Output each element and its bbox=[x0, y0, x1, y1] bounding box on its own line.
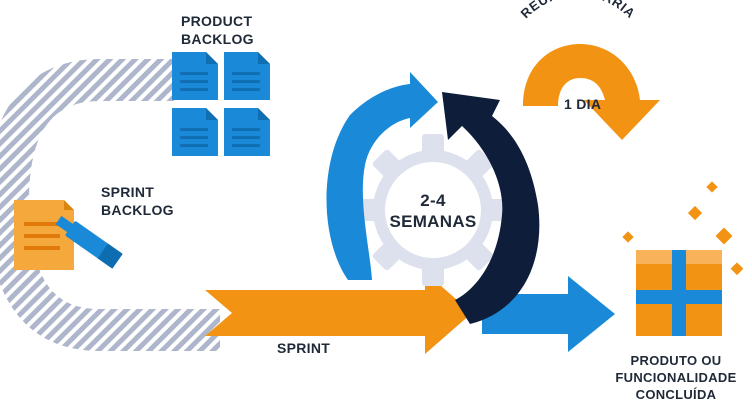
product-backlog-label: PRODUCT BACKLOG bbox=[181, 13, 254, 47]
daily-arc-arrow bbox=[523, 44, 660, 140]
document-pen-icon bbox=[14, 200, 123, 270]
backlog-track bbox=[0, 59, 220, 351]
cycle-duration-label: 2-4 SEMANAS bbox=[389, 191, 477, 231]
sprint-backlog-label: SPRINT BACKLOG bbox=[101, 184, 174, 218]
cycle-arrow-right bbox=[442, 92, 540, 324]
done-product-label: PRODUTO OU FUNCIONALIDADE CONCLUÍDA bbox=[615, 353, 737, 402]
document-grid-icon bbox=[172, 52, 270, 156]
gear-icon bbox=[357, 134, 509, 286]
gift-box-icon bbox=[636, 250, 722, 336]
sprint-label: SPRINT bbox=[277, 340, 331, 356]
daily-meeting-label: REUNIÃO DIÁRIA bbox=[518, 0, 639, 21]
daily-duration-label: 1 DIA bbox=[564, 96, 602, 112]
cycle-arrow-left bbox=[326, 72, 438, 280]
sprint-arrow bbox=[205, 272, 472, 354]
